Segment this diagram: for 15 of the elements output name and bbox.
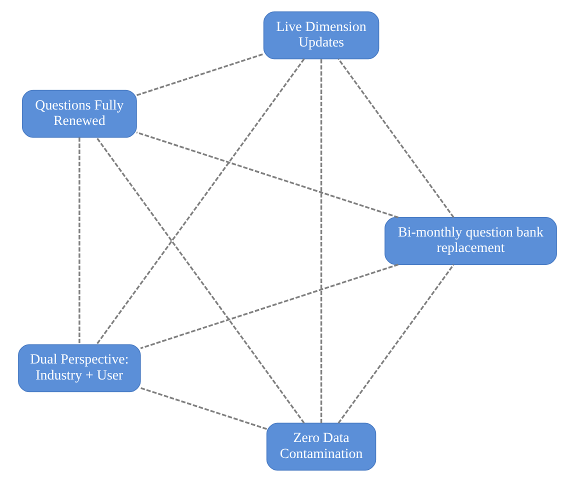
node-box: Live Dimension Updates bbox=[262, 11, 379, 60]
connector bbox=[337, 58, 454, 218]
node-box: Bi-monthly question bank replacement bbox=[384, 217, 556, 265]
connector bbox=[136, 53, 264, 96]
node-box: Zero Data Contamination bbox=[266, 422, 376, 471]
connector bbox=[95, 58, 304, 346]
connector bbox=[136, 132, 398, 218]
node-box: Questions Fully Renewed bbox=[21, 90, 136, 138]
node-box: Dual Perspective: Industry + User bbox=[18, 344, 140, 392]
connector bbox=[140, 387, 266, 430]
connector bbox=[320, 59, 322, 424]
connector bbox=[95, 136, 304, 424]
connector bbox=[78, 138, 80, 344]
connector bbox=[140, 264, 398, 350]
connector bbox=[337, 264, 454, 424]
